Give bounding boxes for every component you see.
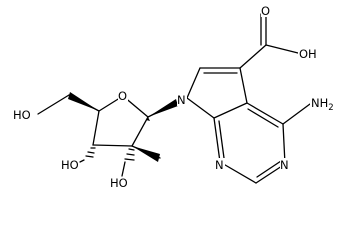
label-ho-5prime: HO bbox=[13, 108, 31, 122]
bond-c7a-n7 bbox=[186, 97, 215, 119]
bond-c4-c4a-double bbox=[247, 108, 279, 128]
label-oh-carboxyl: OH bbox=[299, 47, 317, 61]
bond-c4-nh2 bbox=[282, 103, 311, 125]
hash-c2-2 bbox=[126, 153, 135, 156]
bond-c5-o5 bbox=[37, 94, 70, 115]
bond-n7-c6 bbox=[186, 67, 201, 99]
structure-canvas: O OH NH2 O N N N HO HO HO bbox=[12, 4, 340, 190]
bond-c7a-n1-double bbox=[218, 120, 225, 159]
molecule-drawing: O OH NH2 O N N N HO HO HO bbox=[12, 4, 340, 190]
ring-bonds bbox=[186, 13, 311, 184]
bond-c5-cooh bbox=[239, 44, 267, 69]
wedge-c4 bbox=[68, 92, 99, 111]
hash-c3-3 bbox=[85, 155, 94, 158]
label-ho-3prime: HO bbox=[61, 158, 79, 172]
sugar-bonds bbox=[37, 94, 179, 159]
bond-c1-c2 bbox=[131, 116, 149, 147]
bond-c4-c3 bbox=[92, 110, 100, 146]
wedge-bonds bbox=[68, 92, 178, 162]
bond-c2-n3-double bbox=[256, 160, 282, 178]
wedge-c1-front bbox=[146, 117, 150, 121]
hash-c3-2 bbox=[87, 151, 95, 154]
atom-labels: O OH NH2 O N N N HO HO HO bbox=[12, 4, 340, 190]
label-ho-2prime: HO bbox=[110, 176, 128, 190]
label-o-carbonyl: O bbox=[261, 4, 270, 18]
bond-c2-oh bbox=[121, 161, 126, 177]
label-n-right: N bbox=[280, 158, 289, 172]
bond-n3-c4 bbox=[282, 123, 286, 165]
bond-c3-oh bbox=[79, 159, 85, 163]
label-n-pyrrole: N bbox=[177, 93, 186, 107]
bond-c4-c4a bbox=[246, 102, 284, 125]
bond-c-oh bbox=[265, 44, 299, 54]
label-nh2: NH2 bbox=[311, 96, 334, 113]
hash-c2-1 bbox=[128, 148, 135, 151]
bond-c3-c2 bbox=[92, 144, 133, 147]
bond-c4a-c7a bbox=[213, 102, 248, 119]
bond-c5-c4a bbox=[239, 67, 248, 104]
hashed-bonds bbox=[85, 147, 135, 161]
wedge-c2-methyl bbox=[132, 146, 160, 162]
bond-c7a-n1 bbox=[213, 117, 221, 163]
bond-n1-c2 bbox=[219, 161, 257, 184]
wedge-c1 bbox=[148, 99, 178, 117]
hash-c2-3 bbox=[124, 158, 135, 161]
label-n-bottom: N bbox=[215, 158, 224, 172]
oh-bonds bbox=[79, 159, 126, 177]
label-ring-oxygen: O bbox=[118, 89, 127, 103]
